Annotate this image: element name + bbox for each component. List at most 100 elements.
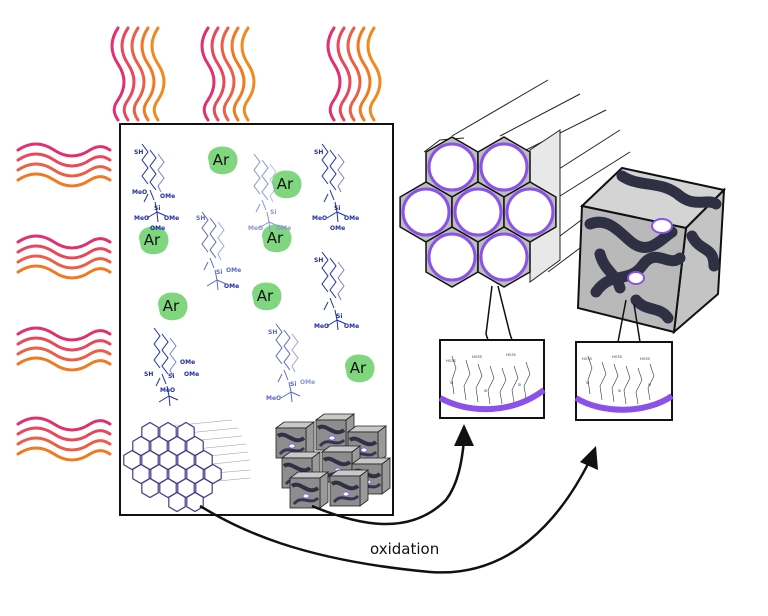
mercaptopropyl-silane-molecule: SH Si OMe OMe MeO <box>144 327 199 407</box>
hexagonal-pore <box>168 491 186 513</box>
hexagonal-pore-channel <box>503 181 557 243</box>
svg-text:OMe: OMe <box>160 193 175 200</box>
svg-text:Si: Si <box>648 383 651 387</box>
svg-text:SH: SH <box>314 257 323 264</box>
hexagonal-pore-channel <box>451 181 505 243</box>
hexagonal-pore-channel <box>477 136 531 198</box>
heat-wave-group-2 <box>200 26 256 122</box>
argon-atoms: Ar Ar Ar Ar Ar Ar Ar <box>139 146 375 383</box>
svg-text:HO3S: HO3S <box>506 353 517 357</box>
large-hexagonal-mesoporous-silica <box>399 79 641 288</box>
precursor-molecules: SH MeO OMe Si MeO OMe OMe Si OMe MeO SH … <box>132 143 359 407</box>
hexagonal-pore <box>132 463 150 485</box>
mercaptopropyl-silane-molecule: SH MeO OMe Si MeO OMe OMe <box>132 143 179 232</box>
argon-atom: Ar <box>252 282 282 311</box>
heat-wave-group-3 <box>326 26 382 122</box>
hexagonal-pore <box>195 449 213 471</box>
hexagonal-pore <box>141 421 159 443</box>
argon-atom: Ar <box>345 354 375 383</box>
zoom-callout-cubic: HO3S HO3S HO3S Si Si Si <box>574 299 674 421</box>
svg-text:SH: SH <box>134 149 143 156</box>
oxidation-label: oxidation <box>370 540 439 558</box>
svg-text:OMe: OMe <box>180 359 195 366</box>
heat-wave-group-7 <box>16 416 112 462</box>
svg-text:HO3S: HO3S <box>640 357 651 361</box>
argon-label: Ar <box>213 151 230 169</box>
svg-text:Si: Si <box>518 383 521 387</box>
heat-waves-top <box>110 26 382 122</box>
large-cubic-mesoporous-silica <box>576 166 727 335</box>
hexagonal-pore <box>159 477 177 499</box>
svg-text:OMe: OMe <box>224 283 239 290</box>
hexagonal-pore <box>168 463 186 485</box>
argon-label: Ar <box>277 175 294 193</box>
svg-text:OMe: OMe <box>164 215 179 222</box>
hexagonal-pore <box>132 435 150 457</box>
hexagonal-pore <box>186 435 204 457</box>
mercaptopropyl-silane-molecule: Si OMe MeO <box>248 153 291 233</box>
hexagonal-pore <box>186 491 204 513</box>
hexagonal-pore <box>150 435 168 457</box>
svg-text:MeO: MeO <box>266 395 281 402</box>
hexagonal-pore <box>150 463 168 485</box>
hexagonal-pore <box>177 449 195 471</box>
svg-text:Si: Si <box>334 205 340 212</box>
svg-text:HO3S: HO3S <box>582 357 593 361</box>
argon-label: Ar <box>144 231 161 249</box>
arrowhead <box>454 424 474 446</box>
cubic-pore-block <box>328 469 370 507</box>
argon-atom: Ar <box>139 226 169 255</box>
svg-text:SH: SH <box>268 329 277 336</box>
heat-waves-left <box>16 142 112 462</box>
hexagonal-pore <box>123 449 141 471</box>
mercaptopropyl-silane-molecule: SH Si OMe MeO <box>266 323 315 403</box>
argon-label: Ar <box>267 229 284 247</box>
surface-grafted-chains <box>451 355 531 405</box>
svg-text:SH: SH <box>314 149 323 156</box>
hexagonal-pore-channel <box>477 226 531 288</box>
argon-atom: Ar <box>158 292 188 321</box>
zoom-callout-hexagonal: HO3S HO3S HO3S Si Si Si <box>438 285 546 419</box>
hexagonal-pore <box>177 477 195 499</box>
hexagonal-pore-channel <box>425 136 479 198</box>
arrow-to-cubic <box>199 459 592 574</box>
svg-text:OMe: OMe <box>344 215 359 222</box>
svg-text:Si: Si <box>484 389 487 393</box>
svg-text:HO3S: HO3S <box>446 359 457 363</box>
svg-text:SH: SH <box>144 371 153 378</box>
svg-text:MeO: MeO <box>160 387 175 394</box>
hexagonal-pore <box>168 435 186 457</box>
hexagonal-pore <box>159 449 177 471</box>
arrow-to-hexagonal <box>311 439 466 526</box>
svg-text:MeO: MeO <box>134 215 149 222</box>
hexagonal-pore <box>159 421 177 443</box>
small-hexagonal-silica-array <box>123 419 251 513</box>
hexagonal-pore <box>204 463 222 485</box>
svg-text:OMe: OMe <box>226 267 241 274</box>
cubic-pore-block <box>288 471 330 509</box>
svg-text:SH: SH <box>196 215 205 222</box>
heat-wave-group-5 <box>16 234 112 280</box>
svg-text:MeO: MeO <box>312 215 327 222</box>
svg-text:HO3S: HO3S <box>472 355 483 359</box>
mercaptopropyl-silane-molecule: SH Si OMe OMe <box>196 211 241 291</box>
cubic-pore-block <box>314 413 356 451</box>
svg-text:OMe: OMe <box>330 225 345 232</box>
small-cubic-silica-array <box>274 413 392 509</box>
hexagonal-pore <box>195 477 213 499</box>
hexagonal-pore <box>141 449 159 471</box>
svg-text:Si: Si <box>216 269 222 276</box>
argon-label: Ar <box>350 359 367 377</box>
svg-text:Si: Si <box>618 389 621 393</box>
heat-wave-group-1 <box>110 26 166 122</box>
oxidation-arrows <box>199 424 598 574</box>
hexagonal-pore <box>177 421 195 443</box>
svg-text:OMe: OMe <box>344 323 359 330</box>
svg-text:OMe: OMe <box>300 379 315 386</box>
svg-text:Si: Si <box>450 381 453 385</box>
heat-wave-group-4 <box>16 142 112 188</box>
argon-atom: Ar <box>272 170 302 199</box>
svg-text:MeO: MeO <box>248 225 263 232</box>
svg-text:Si: Si <box>290 381 296 388</box>
